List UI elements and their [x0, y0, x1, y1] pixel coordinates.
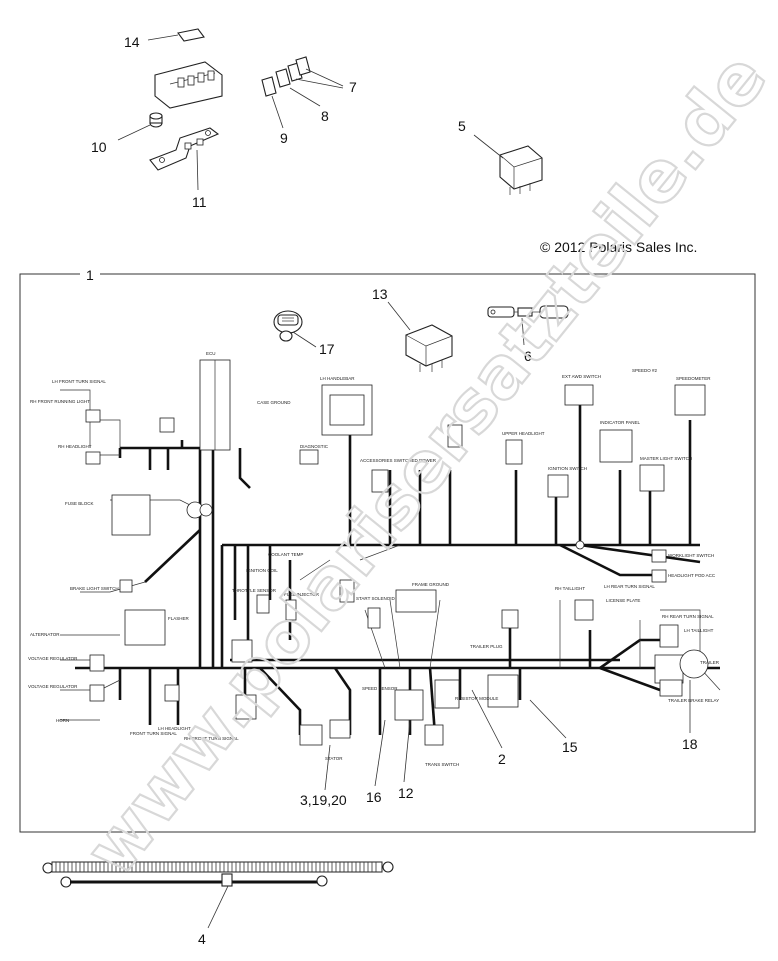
label-start-solenoid: START SOLENOID: [356, 596, 396, 601]
label-fuse-block: FUSE BLOCK: [65, 501, 94, 506]
harness-frame: [19, 273, 756, 833]
callout-17: 17: [319, 341, 335, 357]
callout-8: 8: [321, 108, 329, 124]
label-indicator-panel: INDICATOR PANEL: [600, 420, 641, 425]
label-rh-front-running-light: RH FRONT RUNNING LIGHT: [30, 399, 90, 404]
label-diagnostic: DIAGNOSTIC: [300, 444, 329, 449]
label-worklight-switch: WORKLIGHT SWITCH: [668, 553, 714, 558]
callout-10: 10: [91, 139, 107, 155]
label-trailer: TRAILER: [700, 660, 720, 665]
label-frame-ground: FRAME GROUND: [412, 582, 450, 587]
ignition-key-part: [487, 305, 569, 319]
label-stator: STATOR: [325, 756, 343, 761]
harness-wiring: [75, 385, 720, 736]
label-voltage-regulator-2: VOLTAGE REGULATOR: [28, 684, 78, 689]
label-rh-front-turn-signal: RH FRONT TURN SIGNAL: [184, 736, 239, 741]
label-rh-headlight: RH HEADLIGHT: [58, 444, 92, 449]
label-flasher: FLASHER: [168, 616, 190, 621]
relay-part: [499, 145, 543, 195]
callout-18: 18: [682, 736, 698, 752]
label-ignition-coil: IGNITION COIL: [246, 568, 278, 573]
label-ext-awd-switch: EXT AWD SWITCH: [562, 374, 601, 379]
harness-connectors: [85, 359, 709, 746]
label-case-ground: CASE GROUND: [257, 400, 291, 405]
callout-4: 4: [198, 931, 206, 947]
callout-12: 12: [398, 785, 414, 801]
label-coolant-temp: COOLANT TEMP: [268, 552, 303, 557]
harness-labels: ECU LH HANDLEBAR CASE GROUND DIAGNOSTIC …: [28, 351, 720, 767]
label-front-turn-signal: FRONT TURN SIGNAL: [130, 731, 177, 736]
callout-13: 13: [372, 286, 388, 302]
label-upper-headlight: UPPER HEADLIGHT: [502, 431, 545, 436]
label-lh-rear-turn-signal: LH REAR TURN SIGNAL: [604, 584, 655, 589]
grommet-part: [149, 112, 163, 128]
callout-3-19-20: 3,19,20: [300, 792, 347, 808]
label-license-plate: LICENSE PLATE: [606, 598, 640, 603]
battery-cable-part: [42, 861, 394, 888]
label-rh-taillight: RH TAILLIGHT: [555, 586, 585, 591]
label-headlight-pod-acc: HEADLIGHT POD ACC: [668, 573, 716, 578]
label-trailer-brake-relay: TRAILER BRAKE RELAY: [668, 698, 719, 703]
label-lh-taillight: LH TAILLIGHT: [684, 628, 714, 633]
label-lh-handlebar: LH HANDLEBAR: [320, 376, 355, 381]
label-throttle-sensor: THROTTLE SENSOR: [232, 588, 277, 593]
label-master-light-switch: MASTER LIGHT SWITCH: [640, 456, 692, 461]
callout-1: 1: [86, 267, 94, 283]
label-trailer-plug: TRAILER PLUG: [470, 644, 503, 649]
label-accessories-switched-power: ACCESSORIES SWITCHED POWER: [360, 458, 437, 463]
callout-16: 16: [366, 789, 382, 805]
label-speedometer: SPEEDOMETER: [676, 376, 711, 381]
label-lh-front-turn-signal: LH FRONT TURN SIGNAL: [52, 379, 106, 384]
watermark-text: www.polarisersatzteile.de: [69, 38, 778, 891]
label-speedo2: SPEEDO #2: [632, 368, 658, 373]
label-ecu: ECU: [206, 351, 216, 356]
label-horn: HORN: [56, 718, 69, 723]
label-trans-switch: TRANS SWITCH: [425, 762, 459, 767]
callout-6: 6: [524, 348, 532, 364]
callout-15: 15: [562, 739, 578, 755]
sensor-connector-part: [273, 310, 303, 342]
callout-2: 2: [498, 751, 506, 767]
label-speed-sensor: SPEED SENSOR: [362, 686, 398, 691]
callout-7: 7: [349, 79, 357, 95]
callout-5: 5: [458, 118, 466, 134]
mounting-bracket-part: [149, 127, 220, 171]
fuse-set-part: [261, 56, 311, 97]
label-ignition-switch: IGNITION SWITCH: [548, 466, 587, 471]
callout-9: 9: [280, 130, 288, 146]
label-rh-rear-turn-signal: RH REAR TURN SIGNAL: [662, 614, 714, 619]
label-lh-headlight: LH HEADLIGHT: [158, 726, 191, 731]
fuse-block-part: [154, 28, 223, 109]
label-voltage-regulator-1: VOLTAGE REGULATOR: [28, 656, 78, 661]
label-alternator: ALTERNATOR: [30, 632, 60, 637]
callout-11: 11: [192, 194, 207, 210]
callout-14: 14: [124, 34, 140, 50]
label-fuel-injector: FUEL INJECTOR: [284, 592, 320, 597]
copyright-notice: © 2012 Polaris Sales Inc.: [540, 239, 697, 255]
harness-relay-part: [405, 324, 453, 372]
label-brake-light-switch: BRAKE LIGHT SWITCH: [70, 586, 119, 591]
